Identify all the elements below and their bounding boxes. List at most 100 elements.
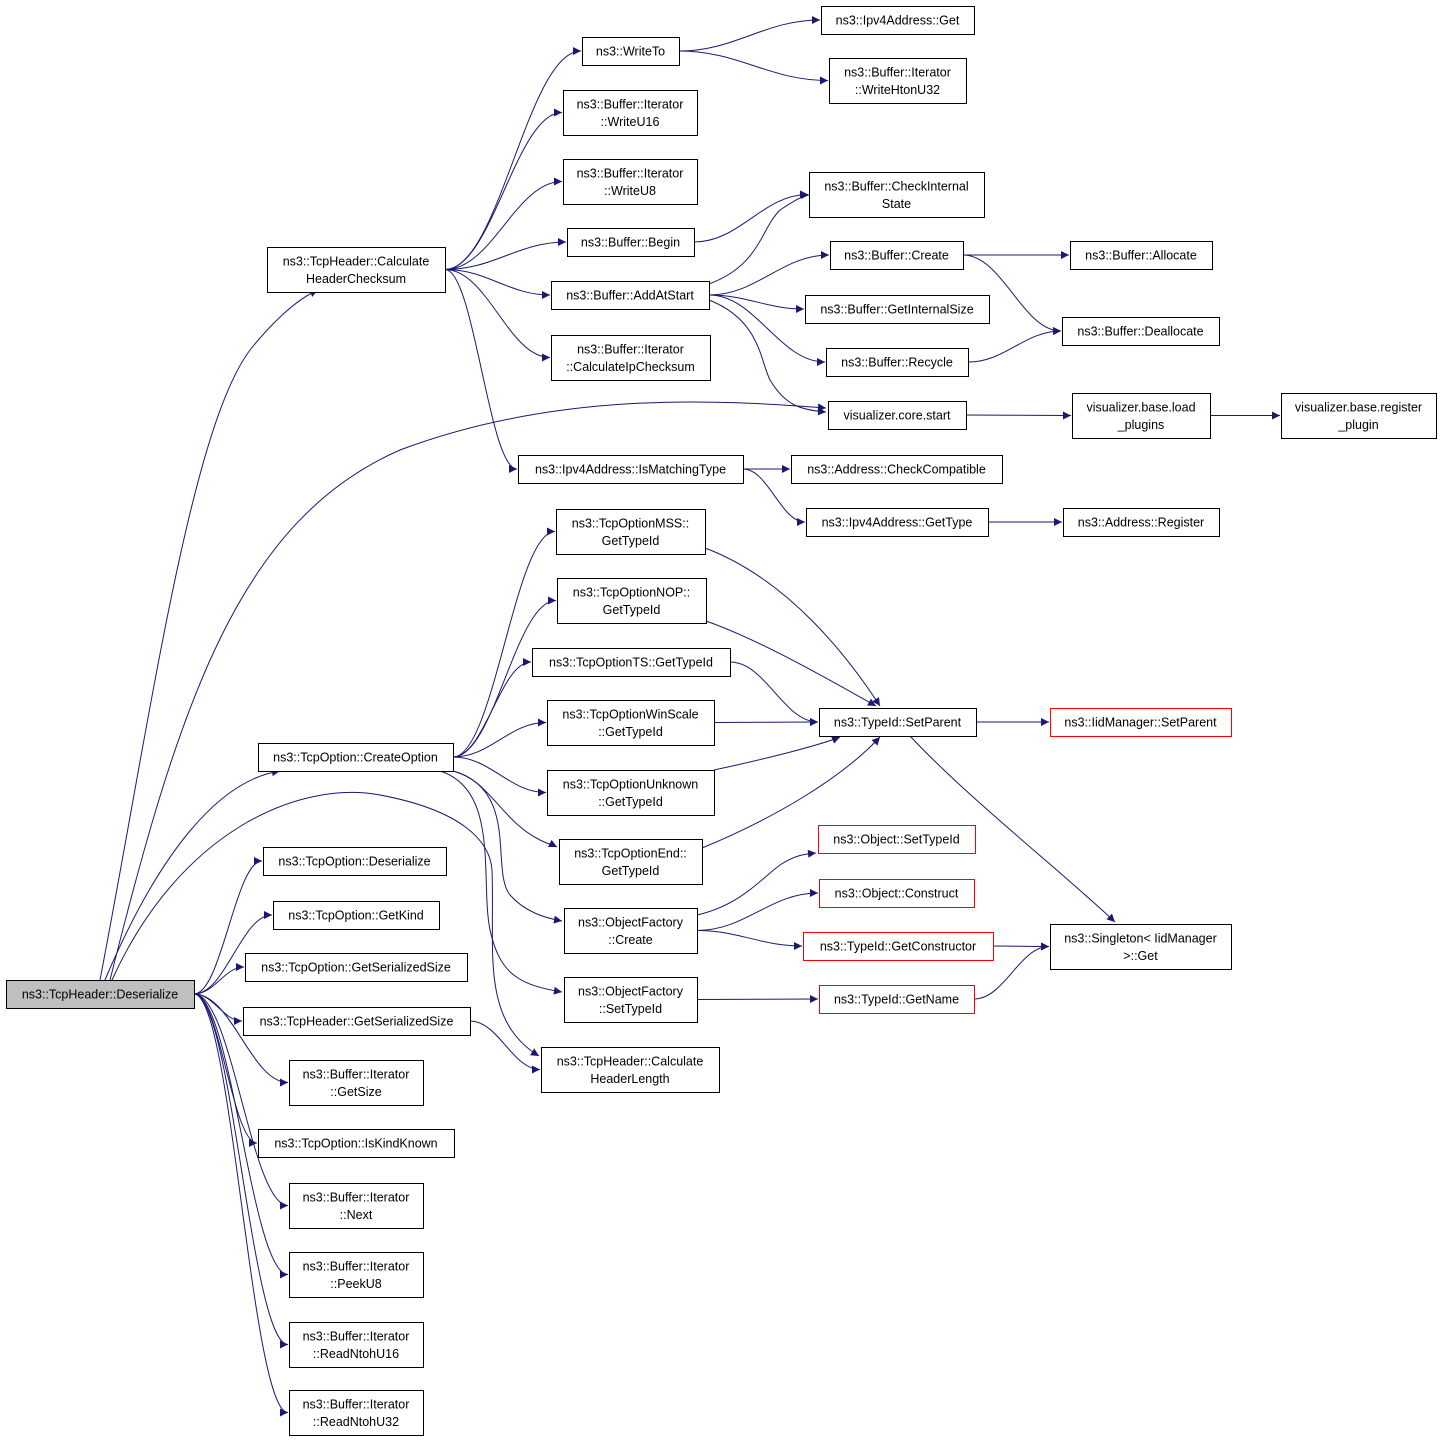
node-label: visualizer.base.register: [1295, 400, 1422, 414]
node-obj-construct[interactable]: ns3::Object::Construct: [819, 879, 975, 908]
node-label: ns3::TcpOptionUnknown: [563, 777, 699, 791]
edge-path: [729, 661, 819, 726]
node-box: [551, 281, 710, 310]
node-optmss[interactable]: ns3::TcpOptionMSS::GetTypeId: [556, 509, 706, 555]
edge-create-option-to-optwinscale: [452, 718, 547, 758]
node-label: ns3::Buffer::Allocate: [1085, 249, 1197, 263]
node-box: [557, 578, 707, 624]
edge-calc-checksum-to-iter-writeu16: [444, 108, 563, 270]
node-label: ::GetTypeId: [598, 725, 663, 739]
node-box: [819, 708, 977, 737]
edge-path: [444, 269, 518, 473]
edge-path: [678, 16, 821, 52]
node-iter-calcipchecksum[interactable]: ns3::Buffer::Iterator::CalculateIpChecks…: [551, 335, 711, 381]
edge-create-option-to-optend: [452, 770, 558, 848]
node-optend[interactable]: ns3::TcpOptionEnd::GetTypeId: [559, 839, 703, 885]
node-label: ns3::Ipv4Address::Get: [836, 14, 960, 28]
node-iter-readntohu16[interactable]: ns3::Buffer::Iterator::ReadNtohU16: [289, 1322, 424, 1368]
node-hdr-getsersize[interactable]: ns3::TcpHeader::GetSerializedSize: [243, 1007, 471, 1036]
edge-path: [452, 756, 547, 797]
node-label: ::GetSize: [330, 1085, 381, 1099]
node-iter-next[interactable]: ns3::Buffer::Iterator::Next: [289, 1183, 424, 1229]
node-buf-addatstart[interactable]: ns3::Buffer::AddAtStart: [551, 281, 710, 310]
node-box: [258, 1129, 455, 1158]
node-optunknown[interactable]: ns3::TcpOptionUnknown::GetTypeId: [547, 770, 715, 816]
node-typeid-setparent[interactable]: ns3::TypeId::SetParent: [819, 708, 977, 737]
node-opt-iskindknown[interactable]: ns3::TcpOption::IsKindKnown: [258, 1129, 455, 1158]
node-obj-settypeid[interactable]: ns3::Object::SetTypeId: [818, 825, 976, 854]
node-writeto[interactable]: ns3::WriteTo: [582, 37, 680, 66]
node-opt-deserialize[interactable]: ns3::TcpOption::Deserialize: [263, 847, 447, 876]
node-box: [1063, 508, 1220, 537]
edge-optmss-to-typeid-setparent: [704, 547, 881, 707]
node-vis-base-registerplugin[interactable]: visualizer.base.register_plugin: [1281, 393, 1437, 439]
node-box: [1062, 317, 1220, 346]
node-typeid-getname[interactable]: ns3::TypeId::GetName: [819, 985, 975, 1014]
node-box: [1281, 393, 1437, 439]
node-typeid-getconstructor[interactable]: ns3::TypeId::GetConstructor: [803, 932, 994, 961]
node-box: [564, 908, 698, 954]
node-singleton-get[interactable]: ns3::Singleton< IidManager>::Get: [1050, 924, 1232, 970]
node-label: ns3::Object::SetTypeId: [833, 833, 960, 847]
node-box: [830, 241, 964, 270]
node-buf-begin[interactable]: ns3::Buffer::Begin: [567, 228, 695, 257]
edge-path: [452, 596, 557, 758]
edge-calc-checksum-to-writeto: [444, 47, 582, 270]
node-buf-allocate[interactable]: ns3::Buffer::Allocate: [1070, 241, 1213, 270]
edge-of-create-to-obj-settypeid: [696, 849, 817, 916]
node-of-settypeid[interactable]: ns3::ObjectFactory::SetTypeId: [564, 977, 698, 1023]
node-optwinscale[interactable]: ns3::TcpOptionWinScale::GetTypeId: [547, 700, 715, 746]
node-label: GetTypeId: [603, 603, 661, 617]
edge-buf-create-to-buf-deallocate: [962, 254, 1062, 335]
node-vis-core-start[interactable]: visualizer.core.start: [828, 401, 967, 430]
edge-path: [967, 327, 1062, 363]
node-of-create[interactable]: ns3::ObjectFactory::Create: [564, 908, 698, 954]
node-addr-register[interactable]: ns3::Address::Register: [1063, 508, 1220, 537]
node-iidmanager-setparent[interactable]: ns3::IidManager::SetParent: [1050, 708, 1232, 737]
node-box: [541, 1047, 720, 1093]
node-box: [258, 743, 454, 772]
node-opt-getkind[interactable]: ns3::TcpOption::GetKind: [273, 901, 440, 930]
node-optts[interactable]: ns3::TcpOptionTS::GetTypeId: [532, 648, 731, 677]
edge-deserialize-to-opt-deserialize: [193, 857, 263, 995]
node-ipv4-ismatchingtype[interactable]: ns3::Ipv4Address::IsMatchingType: [518, 455, 744, 484]
edge-optunknown-to-typeid-setparent: [713, 736, 841, 771]
node-iter-peeku8[interactable]: ns3::Buffer::Iterator::PeekU8: [289, 1252, 424, 1298]
edge-path: [444, 269, 551, 362]
node-create-option[interactable]: ns3::TcpOption::CreateOption: [258, 743, 454, 772]
node-ipv4-get[interactable]: ns3::Ipv4Address::Get: [821, 6, 975, 35]
edge-deserialize-to-opt-getsersize: [193, 963, 245, 995]
node-buf-recycle[interactable]: ns3::Buffer::Recycle: [826, 348, 969, 377]
node-deserialize[interactable]: ns3::TcpHeader::Deserialize: [6, 980, 195, 1009]
node-iter-writeu16[interactable]: ns3::Buffer::Iterator::WriteU16: [563, 90, 698, 136]
node-buf-deallocate[interactable]: ns3::Buffer::Deallocate: [1062, 317, 1220, 346]
node-box: [818, 825, 976, 854]
node-addr-checkcompatible[interactable]: ns3::Address::CheckCompatible: [791, 455, 1003, 484]
node-label: ns3::IidManager::SetParent: [1064, 716, 1217, 730]
node-iter-writehtonu32[interactable]: ns3::Buffer::Iterator::WriteHtonU32: [829, 58, 967, 104]
edge-path: [444, 238, 567, 270]
node-label: State: [882, 197, 911, 211]
node-buf-getinternalsize[interactable]: ns3::Buffer::GetInternalSize: [805, 295, 990, 324]
node-label: ::SetTypeId: [599, 1002, 662, 1016]
edge-vis-core-start-to-vis-base-loadplugins: [965, 411, 1072, 420]
node-iter-getsize[interactable]: ns3::Buffer::Iterator::GetSize: [289, 1060, 424, 1106]
node-label: >::Get: [1123, 949, 1158, 963]
node-vis-base-loadplugins[interactable]: visualizer.base.load_plugins: [1072, 393, 1211, 439]
edge-create-option-to-optts: [452, 658, 532, 758]
node-optnop[interactable]: ns3::TcpOptionNOP::GetTypeId: [557, 578, 707, 624]
node-opt-getsersize[interactable]: ns3::TcpOption::GetSerializedSize: [245, 953, 468, 982]
edge-path: [444, 177, 563, 270]
node-label: ::GetTypeId: [598, 795, 663, 809]
edge-path: [708, 251, 830, 296]
node-buf-create[interactable]: ns3::Buffer::Create: [830, 241, 964, 270]
node-iter-readntohu32[interactable]: ns3::Buffer::Iterator::ReadNtohU32: [289, 1390, 424, 1436]
node-label: ns3::Object::Construct: [835, 887, 959, 901]
node-ipv4-gettype[interactable]: ns3::Ipv4Address::GetType: [806, 508, 989, 537]
node-label: ns3::Ipv4Address::IsMatchingType: [535, 463, 726, 477]
edge-deserialize-to-iter-getsize: [193, 993, 289, 1087]
node-iter-writeu8[interactable]: ns3::Buffer::Iterator::WriteU8: [563, 159, 698, 205]
